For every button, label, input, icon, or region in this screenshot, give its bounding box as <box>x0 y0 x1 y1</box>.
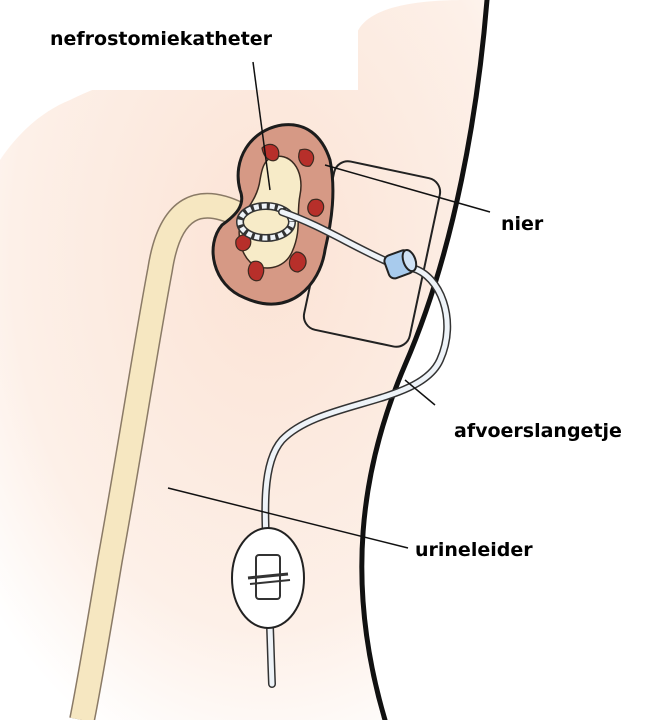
drain-tube-label: afvoerslangetje <box>454 422 622 441</box>
fixation-plaster <box>232 528 304 628</box>
kidney-label: nier <box>501 215 543 234</box>
ureter-label: urineleider <box>415 541 533 560</box>
catheter-label: nefrostomiekatheter <box>50 30 272 49</box>
